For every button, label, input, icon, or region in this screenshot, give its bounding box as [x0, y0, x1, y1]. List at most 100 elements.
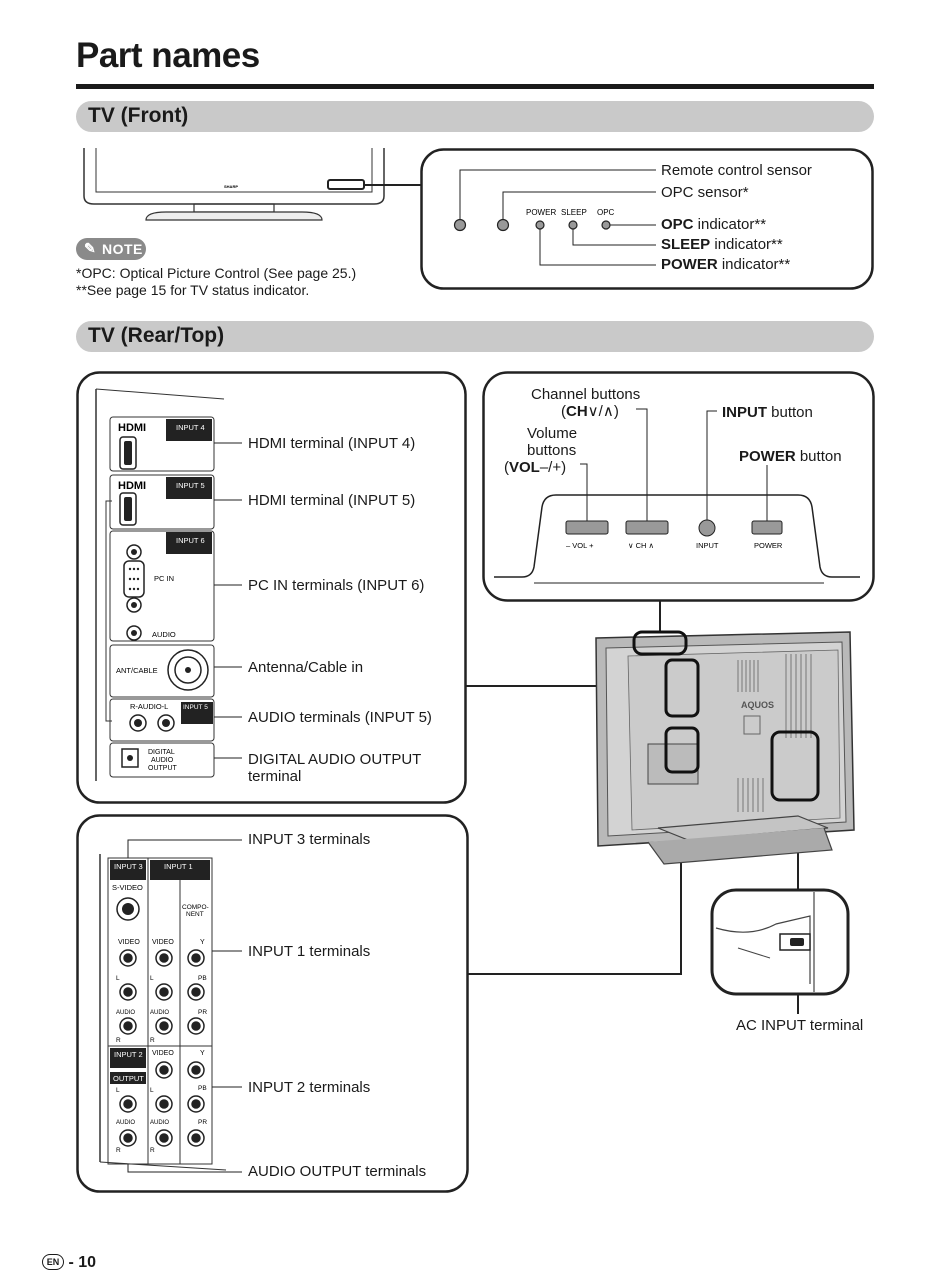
callout-sleep-indicator: SLEEP indicator** — [661, 236, 783, 253]
pencil-icon: ✎ — [84, 240, 96, 256]
label-pb-1: PB — [198, 975, 207, 982]
callout-ac-input: AC INPUT terminal — [736, 1017, 864, 1034]
rca-jack-core — [123, 1099, 133, 1109]
label-l-3: L — [116, 975, 120, 982]
title-rule — [76, 84, 874, 89]
callout-input1-terminals: INPUT 1 terminals — [248, 943, 371, 960]
callout-input2-terminals: INPUT 2 terminals — [248, 1079, 371, 1096]
label-y-1: Y — [200, 939, 205, 946]
rca-jack-core — [159, 953, 169, 963]
label-l-1: L — [150, 975, 154, 982]
btn-input-label: INPUT — [696, 541, 719, 550]
rca-jack-core — [123, 1133, 133, 1143]
label-r-2: R — [150, 1147, 155, 1154]
label-hdmi-2: HDMI — [118, 480, 146, 492]
tv-rear-illustration: AQUOS — [595, 630, 855, 865]
label-audio-1: AUDIO — [150, 1010, 169, 1016]
callout-hdmi-input5: HDMI terminal (INPUT 5) — [248, 492, 416, 509]
rca-jack-core — [191, 1021, 201, 1031]
tv-brand: SHARP — [224, 184, 238, 189]
page-number: 10 — [78, 1254, 97, 1271]
rca-jack-core — [123, 1021, 133, 1031]
label-r-audio-l: R-AUDIO-L — [130, 702, 168, 711]
callout-volume-3: (VOL–/+) — [504, 459, 567, 476]
label-video-1: VIDEO — [152, 939, 174, 946]
rca-jack-core — [123, 953, 133, 963]
label-pr-1: PR — [198, 1009, 207, 1016]
label-input2: INPUT 2 — [114, 1050, 143, 1059]
label-r-1: R — [150, 1037, 155, 1044]
page-separator: - — [68, 1254, 74, 1271]
label-audio: AUDIO — [152, 630, 176, 639]
label-audio-out: AUDIO — [116, 1120, 135, 1126]
rca-jack-core — [159, 1065, 169, 1075]
callout-opc-indicator: OPC indicator** — [661, 216, 767, 233]
note-line-1: *OPC: Optical Picture Control (See page … — [76, 265, 357, 281]
label-digital-1: DIGITAL — [148, 749, 175, 756]
callout-channel-buttons-2: (CH∨/∧) — [561, 403, 619, 420]
label-video-2: VIDEO — [152, 1050, 174, 1057]
page-title: Part names — [76, 36, 260, 75]
callout-digital-audio-2: terminal — [248, 768, 302, 785]
callout-antenna: Antenna/Cable in — [248, 659, 364, 676]
label-l-2: L — [150, 1087, 154, 1094]
front-indicator-panel: POWER SLEEP OPC — [420, 148, 874, 290]
section-heading-front: TV (Front) — [88, 104, 189, 127]
callout-power-button: POWER button — [739, 448, 842, 465]
language-badge: EN — [42, 1254, 64, 1270]
section-bar-rear: TV (Rear/Top) — [76, 321, 874, 352]
btn-ch-label: ∨ CH ∧ — [628, 541, 654, 550]
callout-remote-sensor: Remote control sensor — [661, 162, 812, 179]
label-r-out: R — [116, 1147, 121, 1154]
label-pb-2: PB — [198, 1085, 207, 1092]
callout-volume-1: Volume — [527, 425, 578, 442]
rca-jack-core — [159, 1133, 169, 1143]
label-component-1: COMPO- — [182, 904, 209, 911]
callout-input3-terminals: INPUT 3 terminals — [248, 831, 371, 848]
rca-jack-core — [191, 987, 201, 997]
callout-hdmi-input4: HDMI terminal (INPUT 4) — [248, 435, 416, 452]
tv-front-illustration: SHARP — [83, 148, 422, 221]
label-hdmi-1: HDMI — [118, 422, 146, 434]
power-led-label: POWER — [526, 208, 556, 217]
rca-jack-core — [159, 1021, 169, 1031]
label-input6: INPUT 6 — [176, 536, 205, 545]
ac-input-zoom — [710, 888, 850, 996]
rca-jack-core — [191, 953, 201, 963]
btn-power-label: POWER — [754, 541, 783, 550]
label-r-3: R — [116, 1037, 121, 1044]
label-ant-cable: ANT/CABLE — [116, 666, 158, 675]
callout-pc-in: PC IN terminals (INPUT 6) — [248, 577, 425, 594]
label-input3: INPUT 3 — [114, 862, 143, 871]
label-digital-2: AUDIO — [151, 757, 174, 764]
rca-jack-core — [159, 987, 169, 997]
label-digital-3: OUTPUT — [148, 765, 178, 772]
label-pc-in: PC IN — [154, 574, 174, 583]
callout-channel-buttons: Channel buttons — [531, 386, 641, 403]
callout-input-button: INPUT button — [722, 404, 813, 421]
callout-opc-sensor: OPC sensor* — [661, 184, 749, 201]
label-component-2: NENT — [186, 911, 204, 918]
section-heading-rear: TV (Rear/Top) — [88, 324, 225, 347]
page-footer: EN - 10 — [42, 1254, 96, 1272]
tv-back-logo: AQUOS — [741, 700, 774, 710]
rca-jack-core — [159, 1099, 169, 1109]
callout-volume-2: buttons — [527, 442, 577, 459]
callout-digital-audio: DIGITAL AUDIO OUTPUT — [248, 751, 422, 768]
rca-jack-core — [123, 987, 133, 997]
label-audio-2: AUDIO — [150, 1120, 169, 1126]
note-badge: ✎ NOTE — [76, 238, 146, 260]
rca-jack-core — [191, 1099, 201, 1109]
callout-audio-input5: AUDIO terminals (INPUT 5) — [248, 709, 432, 726]
callout-power-indicator: POWER indicator** — [661, 256, 791, 273]
opc-led-label: OPC — [597, 208, 615, 217]
label-audio-3: AUDIO — [116, 1010, 135, 1016]
label-y-2: Y — [200, 1050, 205, 1057]
label-input5: INPUT 5 — [176, 481, 205, 490]
note-line-2: **See page 15 for TV status indicator. — [76, 282, 310, 298]
section-bar-front: TV (Front) — [76, 101, 874, 132]
label-output: OUTPUT — [113, 1074, 144, 1083]
top-panel-box: – VOL + ∨ CH ∧ INPUT POWER — [482, 371, 875, 602]
rca-jack-core — [191, 1065, 201, 1075]
label-l-out: L — [116, 1087, 120, 1094]
